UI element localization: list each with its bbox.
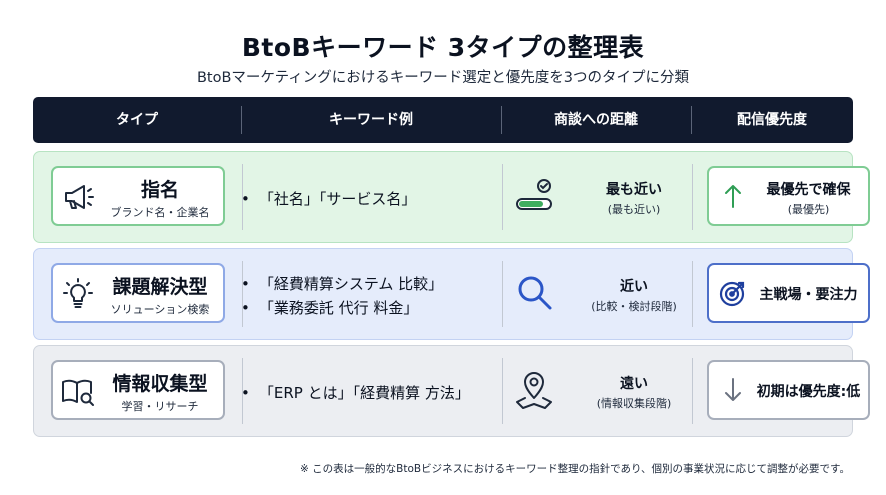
type-name: 指名 [140,179,179,201]
column-divider [502,164,503,230]
toggle-check-icon [516,179,552,210]
header-divider [501,106,502,134]
column-divider [242,261,243,327]
priority-label: 主戦場・要注力 [759,287,858,303]
type-description: ソリューション検索 [110,303,210,316]
table-row-information-gathering: 情報収集型 学習・リサーチ 「ERP とは」「経費精算 方法」 遠い (情報収集… [33,345,870,437]
distance-note: (比較・検討段階) [591,300,677,313]
book-search-icon [62,379,94,406]
distance-note: (最も近い) [607,203,661,216]
map-pin-icon [516,372,552,409]
table-row-branded: 指名 ブランド名・企業名 「社名」「サービス名」 最も近い (最も近い) 最優先… [33,151,870,243]
page-title: BtoBキーワード 3タイプの整理表 [241,33,645,62]
column-divider [692,164,693,230]
type-card-information-gathering: 情報収集型 学習・リサーチ [51,360,225,420]
priority-card-focus: 主戦場・要注力 [707,263,870,323]
keyword-example: 「ERP とは」「経費精算 方法」 [241,382,470,403]
table-row-problem-solving: 課題解決型 ソリューション検索 「経費精算システム 比較」 「業務委託 代行 料… [33,248,870,340]
column-header-type: タイプ [116,112,158,128]
keyword-example: 「社名」「サービス名」 [241,188,417,209]
distance-label: 近い [620,279,648,295]
priority-card-top: 最優先で確保 (最優先) [707,166,870,226]
column-divider [692,261,693,327]
megaphone-icon [65,185,94,209]
priority-card-low: 初期は優先度:低 [707,360,870,420]
header-divider [241,106,242,134]
column-header-priority: 配信優先度 [737,112,807,128]
column-header-distance: 商談への距離 [554,112,638,128]
page-subtitle: BtoBマーケティングにおけるキーワード選定と優先度を3つのタイプに分類 [196,70,689,86]
column-divider [692,358,693,424]
type-name: 情報収集型 [112,373,208,395]
lightbulb-icon [63,278,93,308]
type-card-branded: 指名 ブランド名・企業名 [51,166,225,226]
column-divider [502,358,503,424]
magnifier-icon [518,276,552,310]
column-header-keywords: キーワード例 [329,112,413,128]
arrow-down-icon [725,378,741,401]
type-card-problem-solving: 課題解決型 ソリューション検索 [51,263,225,323]
target-icon [719,281,745,307]
priority-label: 最優先で確保 [766,182,851,198]
type-description: 学習・リサーチ [121,400,199,413]
column-divider [502,261,503,327]
table-header: タイプ キーワード例 商談への距離 配信優先度 [33,97,853,143]
priority-note: (最優先) [787,203,830,216]
keyword-example: 「経費精算システム 比較」 [241,273,443,294]
priority-label: 初期は優先度:低 [756,384,861,400]
header-divider [691,106,692,134]
type-name: 課題解決型 [112,276,208,298]
footnote: ※ この表は一般的なBtoBビジネスにおけるキーワード整理の指針であり、個別の事… [299,463,850,475]
distance-note: (情報収集段階) [596,397,672,410]
keyword-example: 「業務委託 代行 料金」 [241,297,419,318]
distance-label: 最も近い [606,182,662,198]
distance-label: 遠い [620,376,648,392]
type-description: ブランド名・企業名 [110,206,210,219]
arrow-up-icon [725,185,741,208]
